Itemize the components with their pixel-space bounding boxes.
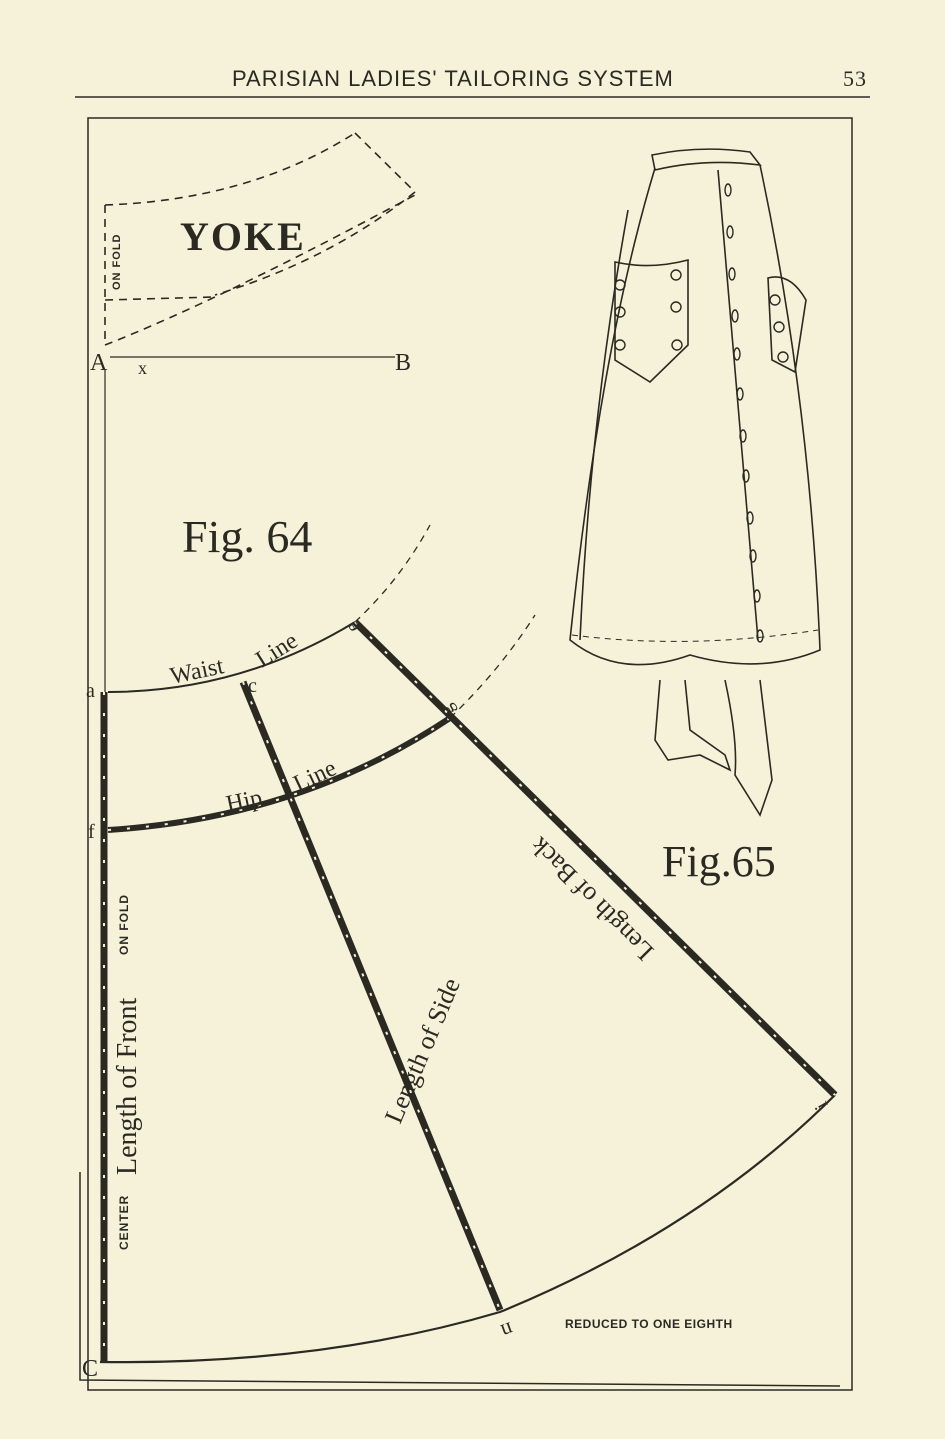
hem-line xyxy=(99,1094,836,1364)
side-line xyxy=(239,680,504,1312)
skirt-illustration xyxy=(569,148,821,817)
point-a-upper: A xyxy=(90,350,108,376)
point-b: B xyxy=(395,350,411,376)
point-n: n xyxy=(498,1317,517,1344)
waist-label-1: Waist xyxy=(168,653,227,690)
yoke-title: YOKE xyxy=(180,214,306,259)
hip-label-1: Hip xyxy=(224,785,265,818)
running-title: PARISIAN LADIES' TAILORING SYSTEM xyxy=(232,66,674,91)
point-c-upper: C xyxy=(82,1356,98,1382)
hip-extension xyxy=(449,614,536,719)
page-number: 53 xyxy=(843,66,867,91)
figure-frame xyxy=(87,117,853,1391)
yoke-outline xyxy=(104,132,416,346)
scale-note: REDUCED TO ONE EIGHTH xyxy=(565,1317,733,1331)
point-f: f xyxy=(88,821,95,843)
fig-65-label: Fig.65 xyxy=(662,837,776,886)
on-fold-label: ON FOLD xyxy=(117,894,131,955)
point-a: a xyxy=(86,680,95,702)
length-front-label: Length of Front xyxy=(112,997,143,1175)
center-label: CENTER xyxy=(117,1195,131,1250)
point-x: x xyxy=(138,358,147,378)
waist-line xyxy=(107,621,356,693)
yoke-fold-label: ON FOLD xyxy=(111,234,123,291)
fig-64-label: Fig. 64 xyxy=(182,511,312,562)
point-c: c xyxy=(248,675,257,697)
point-e: e xyxy=(341,618,365,637)
point-i: i xyxy=(810,1097,832,1113)
waist-extension xyxy=(354,524,431,623)
frame-shadow xyxy=(79,1172,841,1387)
hip-label-2: Line xyxy=(290,755,341,797)
button-column xyxy=(614,183,789,643)
